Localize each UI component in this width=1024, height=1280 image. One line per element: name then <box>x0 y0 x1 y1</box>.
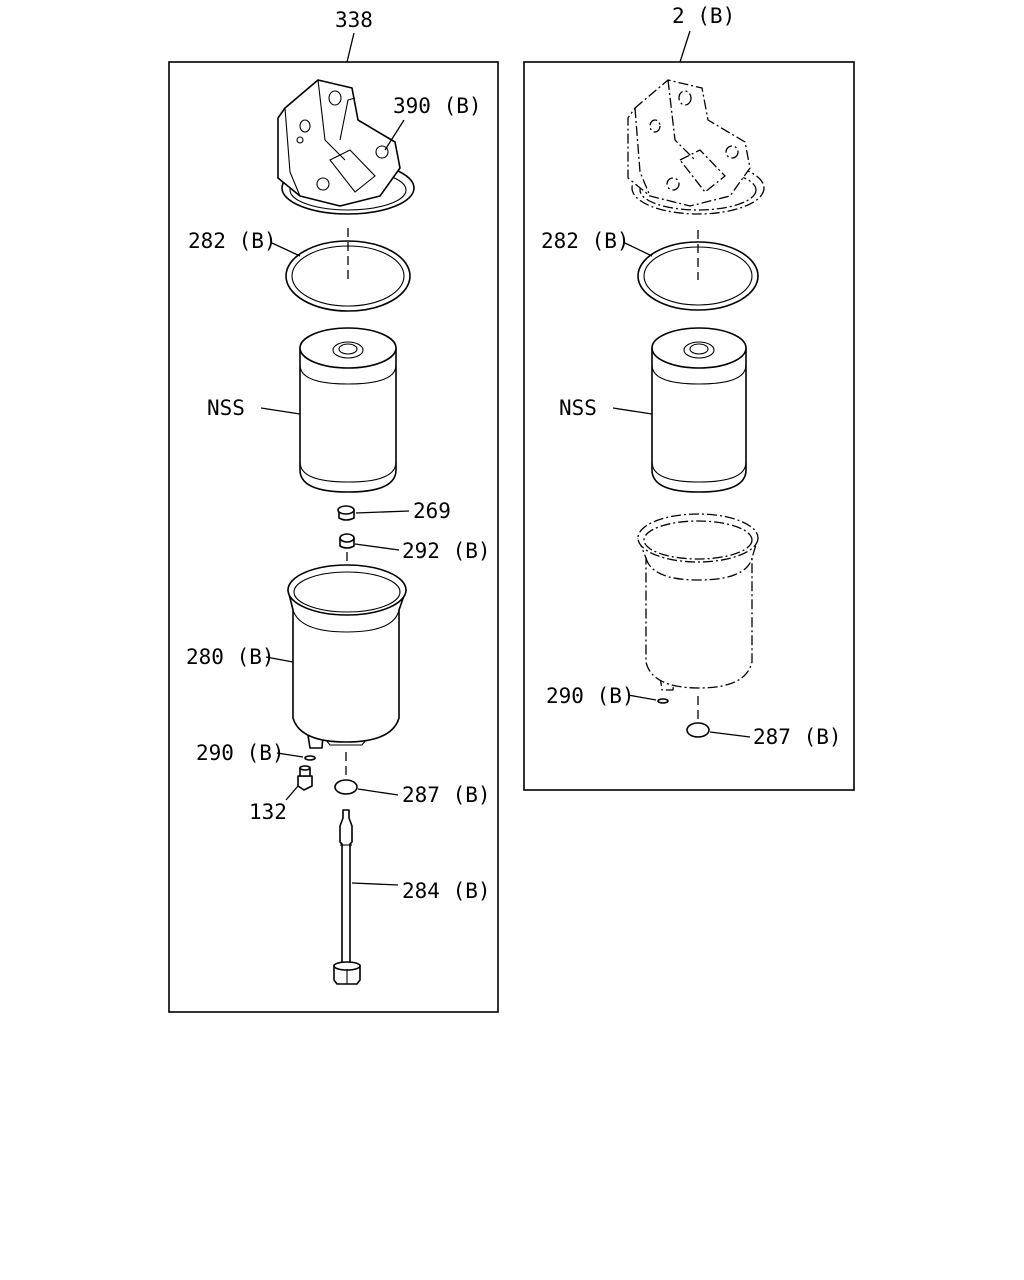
assembly-frame-left <box>168 61 499 1013</box>
assembly-leader-left <box>346 32 355 63</box>
part-label-center-bolt-left: 284 (B) <box>402 879 491 903</box>
part-label-seal-washer-left: 292 (B) <box>402 539 491 563</box>
filter-bowl-left <box>287 564 407 749</box>
part-label-bottom-o-ring-right: 287 (B) <box>753 725 842 749</box>
part-label-small-o-ring-right: 290 (B) <box>546 684 635 708</box>
filter-head-right <box>627 79 765 215</box>
part-label-bowl-left: 280 (B) <box>186 645 275 669</box>
bottom-o-ring-right <box>686 722 710 738</box>
part-label-head-o-ring-right: 282 (B) <box>541 229 630 253</box>
leader-small-o-ring-right <box>627 694 657 701</box>
seal-washer-left <box>339 533 355 549</box>
filter-head-left <box>277 79 415 215</box>
assembly-left: 338 390 (B) 282 (B) <box>168 8 499 1013</box>
leader-head-o-ring-left <box>271 242 301 257</box>
drain-plug-left <box>297 765 313 791</box>
part-label-element-left: NSS <box>207 396 245 420</box>
assembly-right: 2 (B) 282 (B) <box>523 4 855 791</box>
filter-element-right <box>651 327 747 493</box>
part-label-element-right: NSS <box>559 396 597 420</box>
part-label-drain-plug-left: 132 <box>249 800 287 824</box>
leader-bowl-left <box>265 656 294 663</box>
part-label-bottom-o-ring-left: 287 (B) <box>402 783 491 807</box>
leader-drain-plug-left <box>285 785 299 801</box>
nut-left <box>337 505 355 521</box>
small-o-ring-left <box>304 755 316 761</box>
part-label-head-left: 390 (B) <box>393 94 482 118</box>
assembly-number-left: 338 <box>335 8 373 32</box>
assembly-leader-right <box>679 30 691 63</box>
filter-element-left <box>299 327 397 493</box>
leader-nut-left <box>355 510 410 514</box>
leader-head-o-ring-right <box>624 242 653 257</box>
small-o-ring-right <box>657 698 669 704</box>
assembly-number-right: 2 (B) <box>672 4 735 28</box>
assembly-frame-right <box>523 61 855 791</box>
leader-element-left <box>260 407 301 415</box>
part-label-head-o-ring-left: 282 (B) <box>188 229 277 253</box>
part-label-small-o-ring-left: 290 (B) <box>196 741 285 765</box>
center-bolt-left <box>333 809 361 985</box>
part-label-nut-left: 269 <box>413 499 451 523</box>
leader-seal-washer-left <box>354 543 400 551</box>
leader-bottom-o-ring-left <box>357 788 399 796</box>
filter-bowl-right <box>637 513 759 691</box>
leader-element-right <box>612 407 653 415</box>
leader-small-o-ring-left <box>276 752 304 758</box>
leader-bottom-o-ring-right <box>709 731 751 738</box>
leader-head-left <box>384 119 405 151</box>
leader-center-bolt-left <box>351 882 399 886</box>
bottom-o-ring-left <box>334 779 358 795</box>
